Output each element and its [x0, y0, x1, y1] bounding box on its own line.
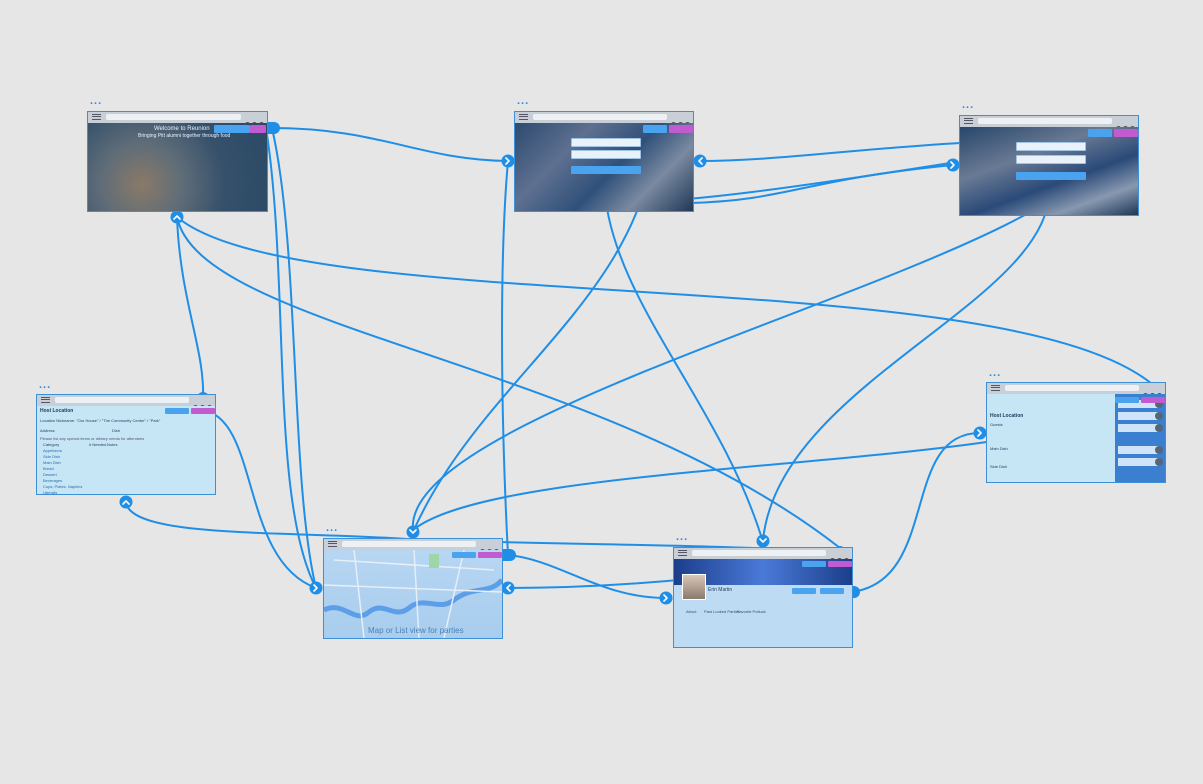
hamburger-menu-icon[interactable]	[991, 385, 1000, 391]
event-screen[interactable]: Host Location Guests Main Dish Side Dish	[986, 382, 1166, 483]
table-row: Bread	[43, 466, 54, 471]
login-submit-button[interactable]	[571, 166, 641, 174]
signup-screen-menu-icon[interactable]: ...	[962, 99, 975, 111]
signup-nav-button[interactable]	[1114, 129, 1138, 137]
list-item[interactable]	[1118, 412, 1159, 420]
needs-label: Please list any special items or dietary…	[40, 436, 145, 441]
signup-screen[interactable]	[959, 115, 1139, 216]
table-row: Appetizers	[43, 448, 62, 453]
event-section: Guests	[990, 422, 1003, 427]
attendee-sidebar	[1115, 394, 1165, 482]
signup-submit-button[interactable]	[1016, 172, 1086, 180]
col-category: Category	[43, 442, 60, 447]
tab-favorite-potluck[interactable]: Favorite Potluck	[737, 609, 766, 614]
hamburger-menu-icon[interactable]	[92, 114, 101, 120]
dish-label: Dish	[112, 428, 121, 433]
potluck-form: Host Location Location Nickname: "Our Ho…	[37, 406, 215, 494]
map-screen-menu-icon[interactable]: ...	[326, 522, 339, 534]
list-item[interactable]	[1118, 424, 1159, 432]
map-screen[interactable]: Map or List view for parties	[323, 538, 503, 639]
hamburger-menu-icon[interactable]	[519, 114, 528, 120]
name-field[interactable]	[1016, 142, 1086, 151]
hamburger-menu-icon[interactable]	[964, 118, 973, 124]
edit-profile-button[interactable]	[792, 588, 816, 594]
profile-screen-menu-icon[interactable]: ...	[676, 531, 689, 543]
login-screen-menu-icon[interactable]: ...	[517, 95, 530, 107]
list-item[interactable]	[1118, 458, 1159, 466]
map-roads	[324, 550, 502, 638]
potluck-signup-button[interactable]	[191, 408, 215, 414]
signup-nav-button[interactable]	[669, 125, 693, 133]
event-screen-menu-icon[interactable]: ...	[989, 367, 1002, 379]
username-field[interactable]	[571, 138, 641, 147]
hamburger-menu-icon[interactable]	[41, 397, 50, 403]
email-field[interactable]	[1016, 155, 1086, 164]
map-nav-button[interactable]	[452, 552, 476, 558]
food-hero-image	[960, 127, 1138, 215]
hamburger-menu-icon[interactable]	[678, 550, 687, 556]
table-row: Dessert	[43, 472, 57, 477]
profile-body: Erin Martin About Past Looked Parties Fa…	[674, 559, 852, 647]
profile-signup-button[interactable]	[828, 561, 852, 567]
cookie-hero-image: Welcome to Reunion Bringing Pitt alumni …	[88, 123, 267, 211]
hamburger-menu-icon[interactable]	[328, 541, 337, 547]
profile-screen[interactable]: Erin Martin About Past Looked Parties Fa…	[673, 547, 853, 648]
list-item[interactable]	[1118, 400, 1159, 408]
home-screen-menu-icon[interactable]: ...	[90, 95, 103, 107]
map-signup-button[interactable]	[478, 552, 502, 558]
table-row: Beverages	[43, 478, 63, 483]
login-nav-button[interactable]	[643, 125, 667, 133]
tab-about[interactable]: About	[686, 609, 697, 614]
event-signup-button[interactable]	[1141, 397, 1165, 403]
home-heading: Welcome to Reunion	[154, 126, 210, 132]
map-view[interactable]: Map or List view for parties	[324, 550, 502, 638]
event-title: Host Location	[990, 413, 1024, 419]
login-button[interactable]	[214, 125, 250, 133]
map-caption: Map or List view for parties	[368, 626, 464, 635]
location-label: Location Nickname: "Our House" / "The Co…	[40, 418, 161, 423]
table-row: Cups, Plates, Napkins	[43, 484, 83, 489]
col-needed: # Needed	[89, 442, 107, 447]
table-row: Utensils	[43, 490, 58, 495]
event-nav-button[interactable]	[1115, 397, 1139, 403]
password-field[interactable]	[571, 150, 641, 159]
login-nav-button[interactable]	[1088, 129, 1112, 137]
profile-name: Erin Martin	[708, 587, 733, 593]
table-row: Main Dish	[43, 460, 61, 465]
potluck-screen-menu-icon[interactable]: ...	[39, 379, 52, 391]
login-screen[interactable]	[514, 111, 694, 212]
event-section: Main Dish	[990, 446, 1008, 451]
signup-button[interactable]	[250, 125, 266, 133]
message-button[interactable]	[820, 588, 844, 594]
event-section: Side Dish	[990, 464, 1008, 469]
profile-nav-button[interactable]	[802, 561, 826, 567]
avatar	[682, 574, 706, 600]
table-row: Side Dish	[43, 454, 61, 459]
list-item[interactable]	[1118, 446, 1159, 454]
tab-past-parties[interactable]: Past Looked Parties	[704, 609, 740, 614]
food-hero-image	[515, 123, 693, 211]
potluck-nav-button[interactable]	[165, 408, 189, 414]
col-notes: Notes	[107, 442, 118, 447]
form-title: Host Location	[40, 408, 74, 414]
home-screen[interactable]: Welcome to Reunion Bringing Pitt alumni …	[87, 111, 268, 212]
home-subheading: Bringing Pitt alumni together through fo…	[138, 133, 231, 139]
address-label: Address	[40, 428, 55, 433]
potluck-form-screen[interactable]: Host Location Location Nickname: "Our Ho…	[36, 394, 216, 495]
